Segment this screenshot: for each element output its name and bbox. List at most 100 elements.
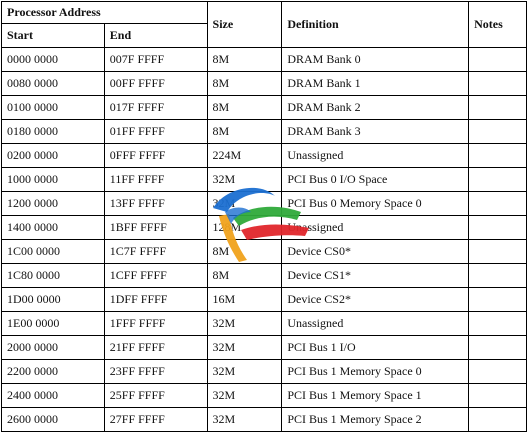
definition-cell: DRAM Bank 0 [281, 47, 470, 72]
start-cell: 0180 0000 [1, 119, 105, 144]
start-cell: 1C00 0000 [1, 239, 105, 264]
end-cell: 1C7F FFFF [103, 239, 208, 264]
end-cell: 11FF FFFF [103, 167, 208, 192]
definition-cell: DRAM Bank 1 [281, 71, 470, 96]
header-row-top: Processor Address Size Definition Notes [1, 1, 527, 48]
end-cell: 21FF FFFF [103, 335, 208, 360]
definition-cell: Unassigned [281, 311, 470, 336]
end-cell: 01FF FFFF [103, 119, 208, 144]
start-cell: 1400 0000 [1, 215, 105, 240]
notes-cell [468, 287, 527, 312]
end-cell: 1BFF FFFF [103, 215, 208, 240]
definition-cell: PCI Bus 1 I/O [281, 335, 470, 360]
size-cell: 8M [206, 47, 283, 72]
end-cell: 1CFF FFFF [103, 263, 208, 288]
definition-cell: DRAM Bank 2 [281, 95, 470, 120]
start-header: Start [1, 23, 105, 48]
size-cell: 8M [206, 239, 283, 264]
definition-cell: PCI Bus 1 Memory Space 1 [281, 383, 470, 408]
notes-cell [468, 383, 527, 408]
start-cell: 1E00 0000 [1, 311, 105, 336]
end-cell: 27FF FFFF [103, 407, 208, 432]
size-cell: 16M [206, 287, 283, 312]
definition-cell: Device CS1* [281, 263, 470, 288]
start-cell: 0100 0000 [1, 95, 105, 120]
end-cell: 0FFF FFFF [103, 143, 208, 168]
size-cell: 8M [206, 95, 283, 120]
start-cell: 2600 0000 [1, 407, 105, 432]
notes-cell [468, 143, 527, 168]
end-cell: 017F FFFF [103, 95, 208, 120]
definition-cell: PCI Bus 0 Memory Space 0 [281, 191, 470, 216]
end-cell: 1FFF FFFF [103, 311, 208, 336]
start-cell: 0080 0000 [1, 71, 105, 96]
notes-cell [468, 239, 527, 264]
definition-cell: PCI Bus 0 I/O Space [281, 167, 470, 192]
start-cell: 0200 0000 [1, 143, 105, 168]
size-header: Size [206, 1, 283, 48]
definition-cell: Device CS2* [281, 287, 470, 312]
size-cell: 32M [206, 383, 283, 408]
size-cell: 32M [206, 311, 283, 336]
notes-header: Notes [468, 1, 527, 48]
notes-cell [468, 215, 527, 240]
start-cell: 1C80 0000 [1, 263, 105, 288]
end-cell: 007F FFFF [103, 47, 208, 72]
size-cell: 32M [206, 167, 283, 192]
definition-cell: Unassigned [281, 215, 470, 240]
notes-cell [468, 335, 527, 360]
end-cell: 00FF FFFF [103, 71, 208, 96]
size-cell: 8M [206, 263, 283, 288]
notes-cell [468, 191, 527, 216]
notes-cell [468, 71, 527, 96]
size-cell: 8M [206, 119, 283, 144]
definition-cell: Unassigned [281, 143, 470, 168]
end-cell: 23FF FFFF [103, 359, 208, 384]
size-cell: 32M [206, 359, 283, 384]
end-cell: 13FF FFFF [103, 191, 208, 216]
notes-cell [468, 359, 527, 384]
end-header: End [103, 23, 208, 48]
end-cell: 25FF FFFF [103, 383, 208, 408]
size-cell: 32M [206, 191, 283, 216]
start-cell: 0000 0000 [1, 47, 105, 72]
size-cell: 8M [206, 71, 283, 96]
end-cell: 1DFF FFFF [103, 287, 208, 312]
start-cell: 2200 0000 [1, 359, 105, 384]
definition-cell: DRAM Bank 3 [281, 119, 470, 144]
start-cell: 2400 0000 [1, 383, 105, 408]
processor-address-header: Processor Address [1, 1, 208, 24]
definition-cell: PCI Bus 1 Memory Space 2 [281, 407, 470, 432]
start-cell: 1200 0000 [1, 191, 105, 216]
start-cell: 2000 0000 [1, 335, 105, 360]
notes-cell [468, 407, 527, 432]
notes-cell [468, 119, 527, 144]
notes-cell [468, 47, 527, 72]
notes-cell [468, 263, 527, 288]
size-cell: 128M [206, 215, 283, 240]
notes-cell [468, 311, 527, 336]
size-cell: 224M [206, 143, 283, 168]
definition-header: Definition [281, 1, 470, 48]
start-cell: 1000 0000 [1, 167, 105, 192]
start-cell: 1D00 0000 [1, 287, 105, 312]
size-cell: 32M [206, 407, 283, 432]
size-cell: 32M [206, 335, 283, 360]
definition-cell: Device CS0* [281, 239, 470, 264]
